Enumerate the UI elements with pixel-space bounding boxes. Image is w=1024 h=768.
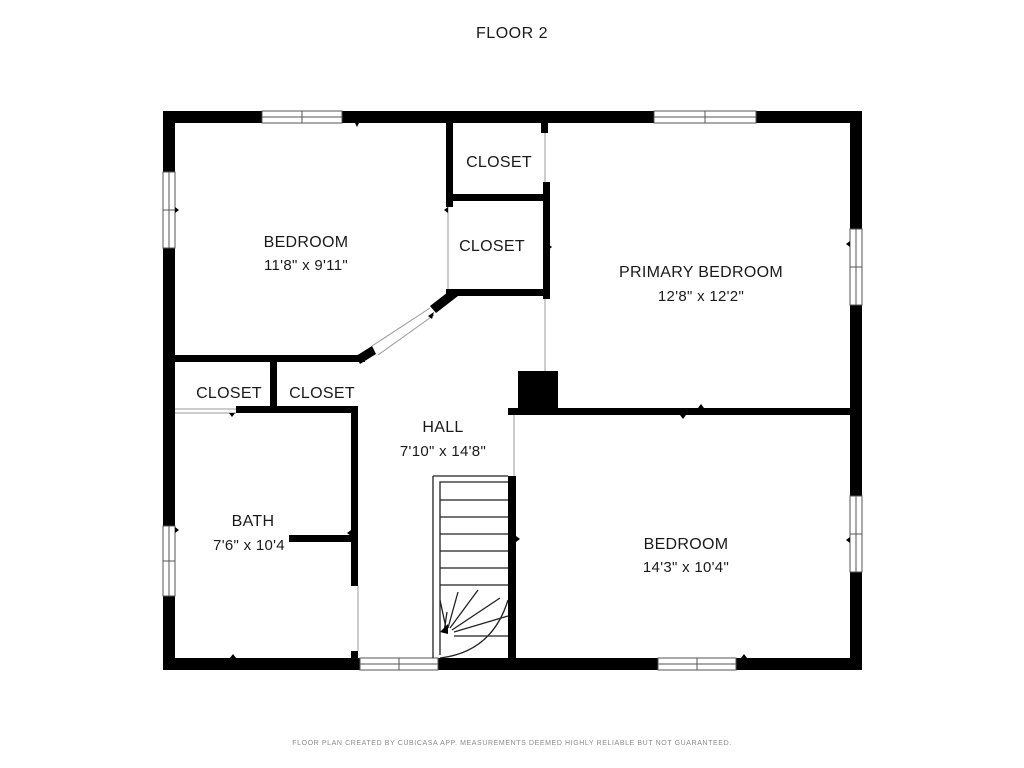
window-bottom-right [657,657,737,671]
room-label-bedroom-2: BEDROOM [644,536,729,553]
floor-title: FLOOR 2 [476,25,548,42]
closet-1-west-wall [446,123,453,207]
window-bottom-center [359,657,439,671]
footer-disclaimer: FLOOR PLAN CREATED BY CUBICASA APP. MEAS… [292,740,732,747]
room-label-closet-2: CLOSET [459,238,525,255]
closet-divider-wall [270,362,277,412]
stair-outline-outer [439,481,508,655]
walls [163,111,862,670]
room-dims-primary-bedroom: 12'8" x 12'2" [658,288,744,305]
windows [162,110,863,671]
chimney-block [518,371,558,413]
stair-arrow-icon [440,624,448,634]
closet-south-wall [236,406,358,413]
bath-east-wall-end [351,651,358,660]
bedroom-1-door-line [371,307,431,347]
room-label-bath: BATH [232,513,275,530]
room-dims-bath: 7'6" x 10'4 [213,537,285,554]
bedroom-1-south-wall [175,355,365,362]
room-label-closet-1: CLOSET [466,154,532,171]
stair-treads [439,499,509,637]
bath-wall-stub [289,535,354,542]
window-left-upper [162,171,176,249]
window-top-right [653,110,757,124]
diagonal-wall-stub-1 [356,346,376,364]
room-label-bedroom-1: BEDROOM [264,234,349,251]
door-markers [175,123,850,658]
window-right-lower [849,495,863,573]
room-label-closet-3: CLOSET [196,385,262,402]
stair-curve [439,599,509,659]
room-dims-hall: 7'10" x 14'8" [400,443,486,460]
closet-1-south-wall [446,194,550,201]
staircase [432,475,509,659]
window-right-upper [849,228,863,306]
room-label-closet-4: CLOSET [289,385,355,402]
primary-bedroom-south-wall [508,408,850,415]
outer-wall-right [850,111,862,670]
room-dims-bedroom-2: 14'3" x 10'4" [643,559,729,576]
diagonal-wall-stub-2 [430,289,458,313]
window-left-lower [162,525,176,597]
stair-east-wall [508,476,516,660]
room-label-primary-bedroom: PRIMARY BEDROOM [619,264,783,281]
closet-2-east-wall [543,182,550,299]
bedroom-1-door-line-2 [377,314,435,356]
room-dims-bedroom-1: 11'8" x 9'11" [264,257,348,274]
openings [175,133,546,651]
room-labels: BEDROOM 11'8" x 9'11" CLOSET CLOSET PRIM… [196,154,783,576]
room-label-hall: HALL [422,419,463,436]
primary-bedroom-west-wall-top [541,123,548,133]
closet-2-south-wall [446,289,550,296]
bath-east-wall [351,406,358,586]
window-top-left [261,110,343,124]
